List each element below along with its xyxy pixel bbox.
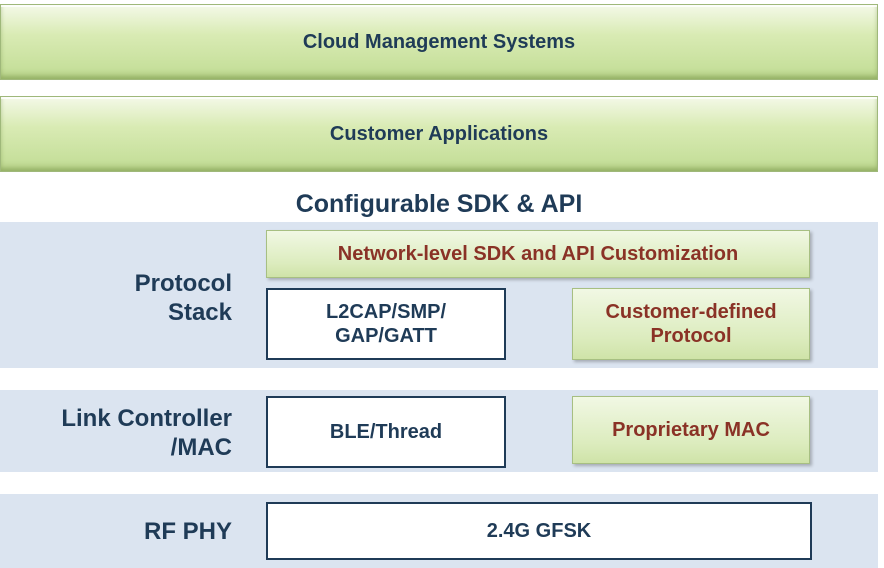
ble-thread-label: BLE/Thread — [329, 421, 443, 443]
l2cap-label-line1: L2CAP/SMP/ — [325, 301, 447, 323]
proprietary-mac-label: Proprietary MAC — [612, 419, 770, 441]
customer-applications-bar: Customer Applications — [0, 96, 878, 172]
protocol-stack-label-line2: Stack — [167, 299, 232, 326]
protocol-stack-label: Protocol Stack — [135, 269, 232, 327]
rf-phy-layer: RF PHY 2.4G GFSK — [0, 494, 878, 568]
protocol-stack-layer: Protocol Stack Network-level SDK and API… — [0, 222, 878, 368]
ble-thread-box: BLE/Thread — [266, 396, 506, 468]
link-controller-layer: Link Controller /MAC BLE/Thread Propriet… — [0, 390, 878, 472]
rf-phy-label: RF PHY — [143, 518, 232, 545]
protocol-stack-label-line1: Protocol — [134, 270, 232, 297]
gfsk-label: 2.4G GFSK — [486, 520, 592, 542]
customer-defined-label-line2: Protocol — [650, 325, 732, 347]
network-sdk-label: Network-level SDK and API Customization — [337, 243, 739, 265]
l2cap-box: L2CAP/SMP/ GAP/GATT — [266, 288, 506, 360]
link-controller-label: Link Controller /MAC — [61, 404, 232, 462]
l2cap-label-line2: GAP/GATT — [335, 325, 437, 347]
sdk-title: Configurable SDK & API — [295, 190, 583, 218]
customer-defined-protocol-box: Customer-defined Protocol — [572, 288, 810, 360]
link-controller-label-line2: /MAC — [170, 434, 232, 461]
proprietary-mac-box: Proprietary MAC — [572, 396, 810, 464]
customer-defined-label-line1: Customer-defined — [605, 301, 777, 323]
customer-applications-label: Customer Applications — [329, 122, 549, 145]
gfsk-box: 2.4G GFSK — [266, 502, 812, 560]
cloud-management-bar: Cloud Management Systems — [0, 4, 878, 80]
cloud-management-label: Cloud Management Systems — [302, 30, 576, 53]
link-controller-label-line1: Link Controller — [61, 405, 232, 432]
network-sdk-box: Network-level SDK and API Customization — [266, 230, 810, 278]
